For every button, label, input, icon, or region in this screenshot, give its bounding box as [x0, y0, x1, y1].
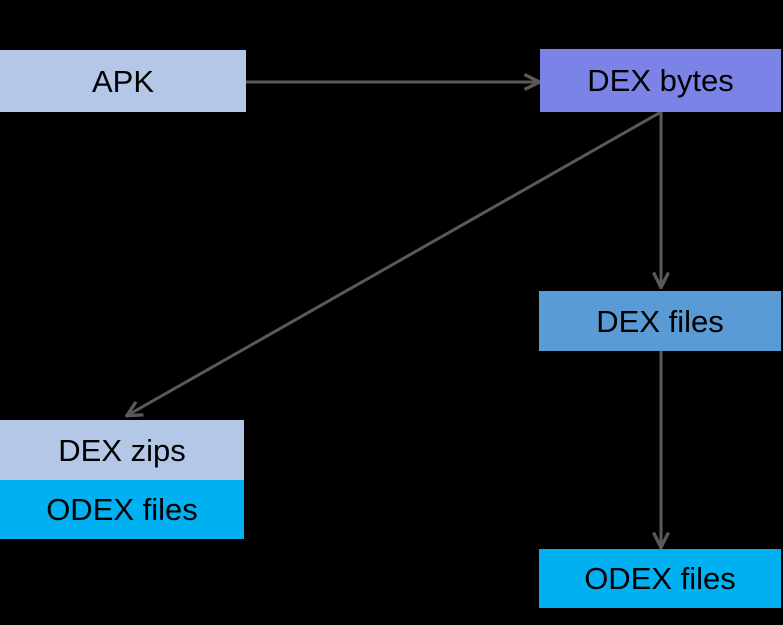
node-odex-files-right: ODEX files: [539, 549, 781, 608]
node-dex-zips: DEX zips: [0, 420, 244, 480]
node-dex-bytes: DEX bytes: [540, 49, 781, 112]
node-apk-label: APK: [91, 63, 155, 99]
arrow-dex-bytes-to-dex-zips: [128, 110, 662, 415]
node-dex-bytes-label: DEX bytes: [587, 63, 734, 98]
node-odex-files-left: ODEX files: [0, 480, 244, 539]
node-odex-files-left-label: ODEX files: [46, 492, 198, 527]
node-apk: APK: [0, 50, 246, 112]
node-dex-files: DEX files: [539, 291, 781, 351]
node-odex-files-right-label: ODEX files: [584, 561, 736, 596]
node-dex-zips-label: DEX zips: [58, 432, 186, 468]
node-dex-files-label: DEX files: [596, 303, 724, 339]
